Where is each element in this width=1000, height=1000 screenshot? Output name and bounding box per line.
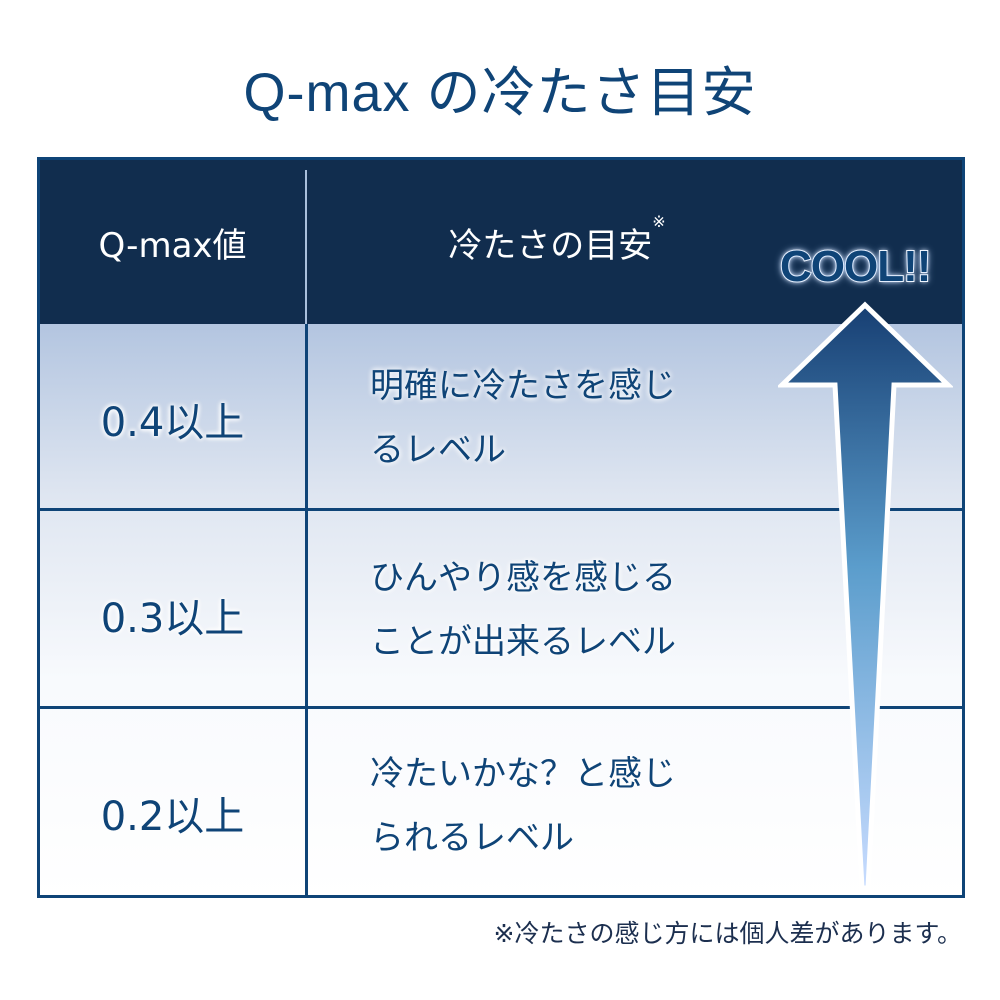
header-divider [305,170,307,324]
table-body: 0.4以上 明確に冷たさを感じ るレベル 0.3以上 ひんやり感を感じる ことが… [40,324,962,895]
note-mark: ※ [652,211,666,231]
desc-line: るレベル [370,430,506,470]
footnote: ※冷たさの感じ方には個人差があります。 [493,919,962,948]
desc-line: 冷たいかな？と感じ [370,754,676,794]
desc-line: 明確に冷たさを感じ [370,366,676,406]
table-header: Q-max値 冷たさの目安※ [40,160,962,324]
cool-label: COOL!! [779,241,932,292]
table-row-value: 0.2以上 [100,794,245,840]
header-coolness-label: 冷たさの目安 [448,226,653,266]
column-divider [305,324,308,895]
row-divider [40,706,962,709]
desc-line: ことが出来るレベル [370,622,676,662]
table-row-desc: 明確に冷たさを感じ るレベル [370,354,770,482]
table-row-desc: ひんやり感を感じる ことが出来るレベル [370,546,770,674]
row-divider [40,508,962,511]
cooling-table: Q-max値 冷たさの目安※ 0.4以上 明確に冷たさを感じ るレベル 0.3以… [37,157,965,898]
page-title: Q-max の冷たさ目安 [243,63,757,123]
up-arrow-icon [778,301,953,891]
desc-line: られるレベル [370,818,574,858]
header-coolness: 冷たさの目安※ [307,212,807,267]
desc-line: ひんやり感を感じる [370,558,676,598]
table-row-value: 0.3以上 [100,596,245,642]
table-row-value: 0.4以上 [100,400,245,446]
header-qmax: Q-max値 [98,226,247,266]
table-row-desc: 冷たいかな？と感じ られるレベル [370,742,770,870]
